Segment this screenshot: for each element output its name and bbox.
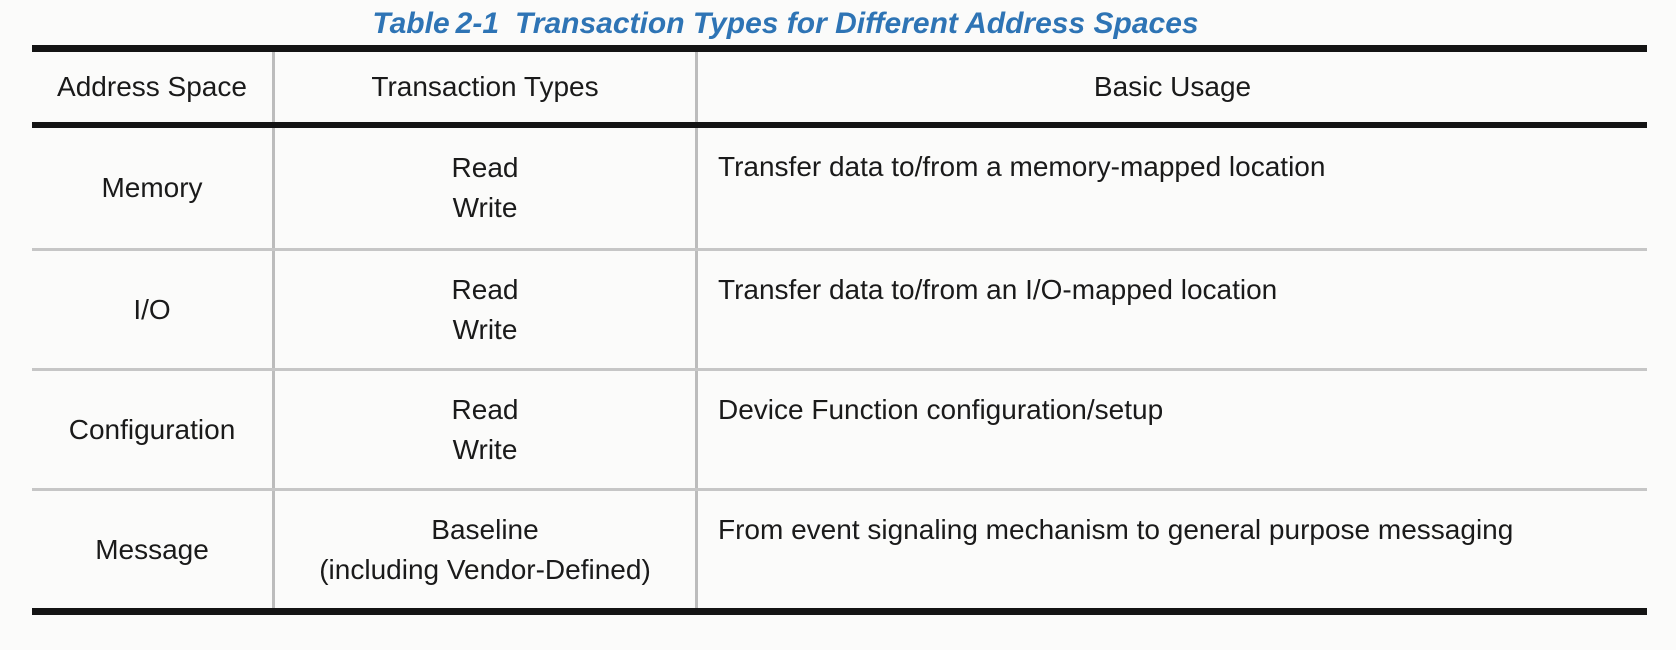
- column-header-basic-usage: Basic Usage: [1093, 71, 1252, 102]
- transaction-type-line: Read: [451, 273, 519, 305]
- basic-usage-cell: Device Function configuration/setup: [718, 394, 1164, 425]
- table-row-configuration: Configuration Read Write Device Function…: [32, 368, 1647, 488]
- transaction-type-line: Write: [452, 313, 518, 345]
- address-space-cell: I/O: [32, 251, 275, 368]
- transaction-type-line: Read: [451, 393, 519, 425]
- table-header-row: Address Space Transaction Types Basic Us…: [32, 52, 1647, 128]
- transaction-types-cell: Read Write: [275, 251, 698, 368]
- transaction-types-cell: Read Write: [275, 128, 698, 248]
- column-header-address-space: Address Space: [32, 52, 275, 122]
- transaction-type-line: Read: [451, 152, 519, 183]
- transaction-types-cell: Read Write: [275, 371, 698, 488]
- transaction-types-table: Address Space Transaction Types Basic Us…: [32, 45, 1647, 615]
- table-caption-title: Transaction Types for Different Address …: [515, 7, 1199, 40]
- address-space-cell: Memory: [32, 128, 275, 248]
- transaction-type-line: Write: [452, 192, 518, 223]
- table-row-memory: Memory Read Write Transfer data to/from …: [32, 128, 1647, 248]
- basic-usage-cell: Transfer data to/from an I/O-mapped loca…: [718, 274, 1278, 305]
- transaction-type-line: Baseline: [431, 513, 539, 545]
- table-caption-word: Table: [372, 7, 450, 40]
- table-row-io: I/O Read Write Transfer data to/from an …: [32, 248, 1647, 368]
- transaction-type-line: Write: [452, 433, 518, 465]
- address-space-cell: Message: [32, 491, 275, 608]
- table-row-message: Message Baseline (including Vendor-Defin…: [32, 488, 1647, 608]
- table-caption-number: 2-1: [455, 7, 500, 40]
- transaction-types-cell: Baseline (including Vendor-Defined): [275, 491, 698, 608]
- transaction-type-line: (including Vendor-Defined): [319, 553, 651, 585]
- column-header-transaction-types: Transaction Types: [275, 52, 698, 122]
- address-space-cell: Configuration: [32, 371, 275, 488]
- basic-usage-cell: Transfer data to/from a memory-mapped lo…: [718, 151, 1326, 182]
- basic-usage-cell: From event signaling mechanism to genera…: [718, 514, 1514, 545]
